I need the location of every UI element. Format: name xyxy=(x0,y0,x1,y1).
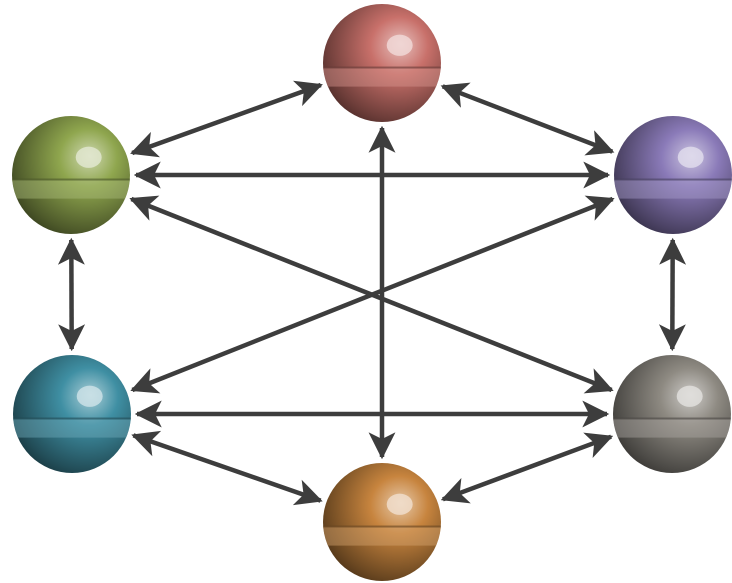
arrow-bottom-left-to-bottom xyxy=(133,435,320,500)
connection-arrows xyxy=(71,85,672,501)
arrow-top-to-top-left xyxy=(132,85,321,153)
sphere-bottom xyxy=(323,463,441,581)
sphere-top-right xyxy=(614,116,732,234)
sphere-top-left xyxy=(12,116,130,234)
sphere-bottom-right xyxy=(613,355,731,473)
arrow-top-to-top-right xyxy=(443,86,613,151)
arrow-bottom-right-to-bottom xyxy=(443,437,611,500)
sphere-top xyxy=(323,4,441,122)
sphere-bottom-left xyxy=(13,355,131,473)
